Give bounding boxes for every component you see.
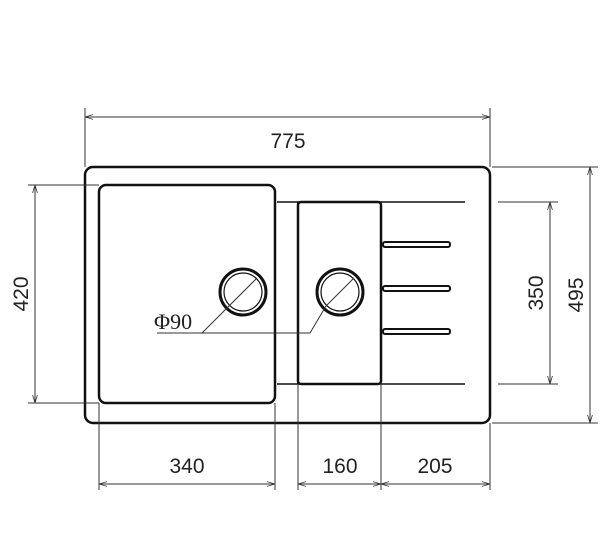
dim-small-bowl-depth — [498, 201, 558, 385]
small-bowl-width-label: 160 — [322, 455, 357, 478]
main-bowl-depth-label: 420 — [10, 276, 33, 311]
main-bowl — [97, 183, 277, 405]
dim-overall-width — [84, 108, 491, 167]
overall-depth-label: 495 — [565, 277, 588, 312]
main-bowl-width-label: 340 — [169, 455, 204, 478]
drain-main-bowl — [218, 267, 268, 317]
drain-diameter-label: Φ90 — [154, 309, 192, 334]
small-bowl-depth-label: 350 — [525, 275, 548, 310]
dim-main-bowl-depth — [28, 184, 99, 404]
dim-bottom — [98, 384, 491, 490]
drainboard-grooves — [382, 241, 451, 335]
overall-width-label: 775 — [270, 130, 305, 153]
dim-overall-depth — [492, 166, 598, 424]
drainboard-width-label: 205 — [417, 455, 452, 478]
drain-leader — [157, 305, 327, 334]
sink-outline — [83, 165, 492, 425]
drain-small-bowl — [315, 267, 365, 317]
small-bowl — [277, 200, 465, 386]
